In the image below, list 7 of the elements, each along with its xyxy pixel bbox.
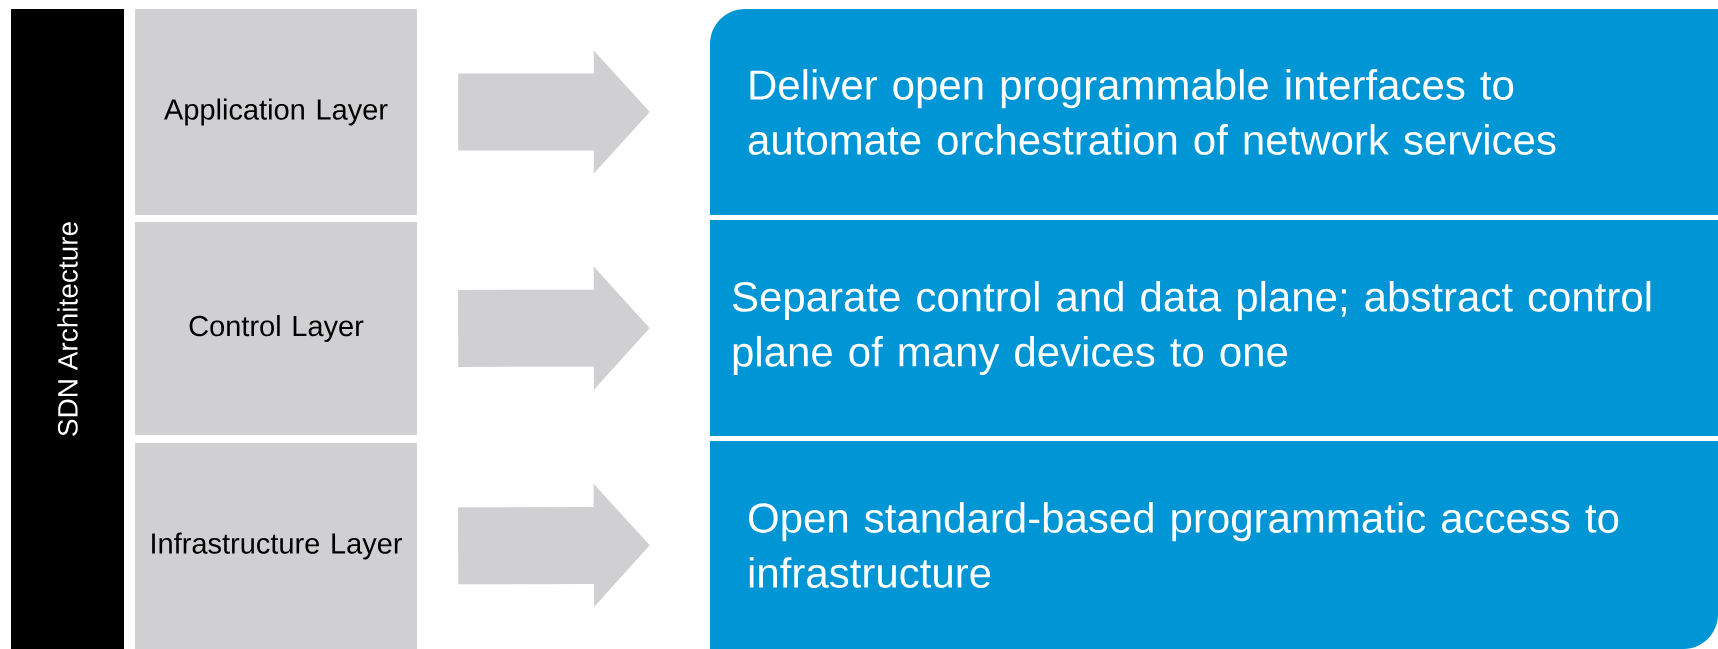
layer-box: Infrastructure Layer [135,443,417,649]
description-band: Open standard-based programmatic access to infrastructure [710,441,1718,649]
layer-box: Application Layer [135,9,417,215]
layer-box: Control Layer [135,222,417,435]
description-band: Separate control and data plane; abstract control plane of many devices to one [710,220,1718,436]
title-bar: SDN Architecture [11,9,124,649]
description-band: Deliver open programmable interfaces to automate orchestration of network services [710,9,1718,215]
